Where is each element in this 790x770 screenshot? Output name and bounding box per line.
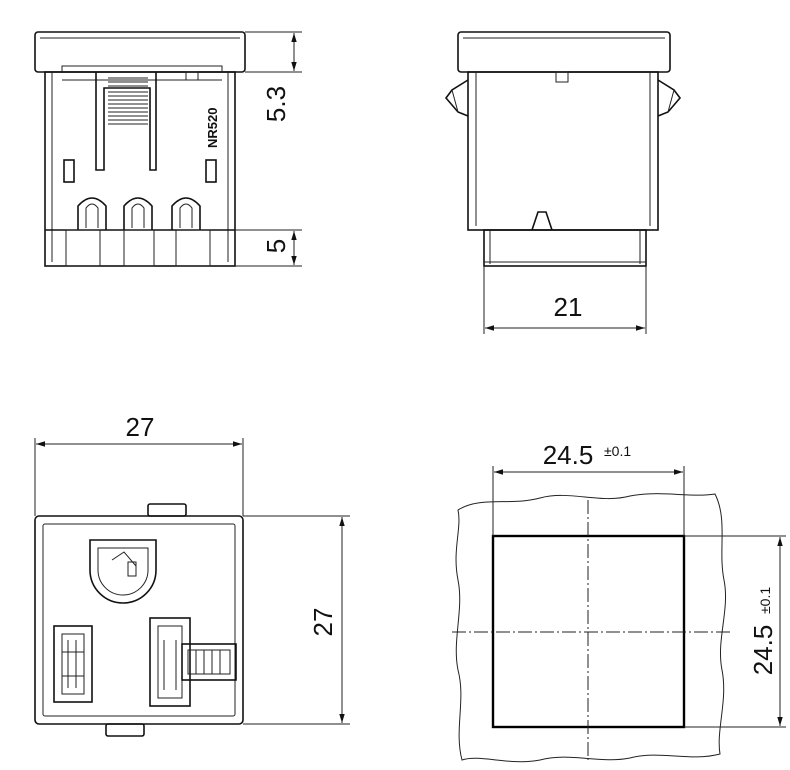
dim-side-top: 5.3 bbox=[261, 86, 291, 122]
back-body bbox=[467, 71, 659, 231]
side-window-right bbox=[205, 159, 217, 183]
dim-cutout-height-tol: ±0.1 bbox=[757, 587, 773, 614]
dim-front-height: 27 bbox=[308, 608, 338, 637]
dim-cutout-height: 24.5 bbox=[748, 625, 778, 676]
side-latch bbox=[95, 72, 157, 171]
back-clip-left bbox=[444, 79, 469, 117]
line-slot bbox=[149, 617, 237, 707]
side-view: NR520 5.3 5 bbox=[34, 31, 302, 267]
panel-outline bbox=[455, 493, 727, 763]
dim-front-width: 27 bbox=[126, 412, 155, 442]
back-clip-right bbox=[657, 79, 682, 117]
dim-cutout-width: 24.5 bbox=[543, 440, 594, 470]
dim-back-width: 21 bbox=[554, 292, 583, 322]
dim-side-bottom: 5 bbox=[261, 239, 291, 253]
back-lower bbox=[483, 229, 647, 267]
panel-cutout-view: 24.5 ±0.1 24.5 ±0.1 bbox=[452, 440, 786, 763]
side-marking: NR520 bbox=[205, 108, 220, 148]
dim-cutout-width-tol: ±0.1 bbox=[604, 443, 631, 459]
ground-slot bbox=[89, 539, 157, 604]
front-view: 27 27 bbox=[34, 412, 350, 737]
terminal-posts bbox=[77, 197, 201, 230]
front-face bbox=[34, 515, 244, 725]
neutral-slot bbox=[53, 625, 93, 703]
back-view: 21 bbox=[444, 31, 682, 334]
side-window-left bbox=[63, 159, 75, 183]
